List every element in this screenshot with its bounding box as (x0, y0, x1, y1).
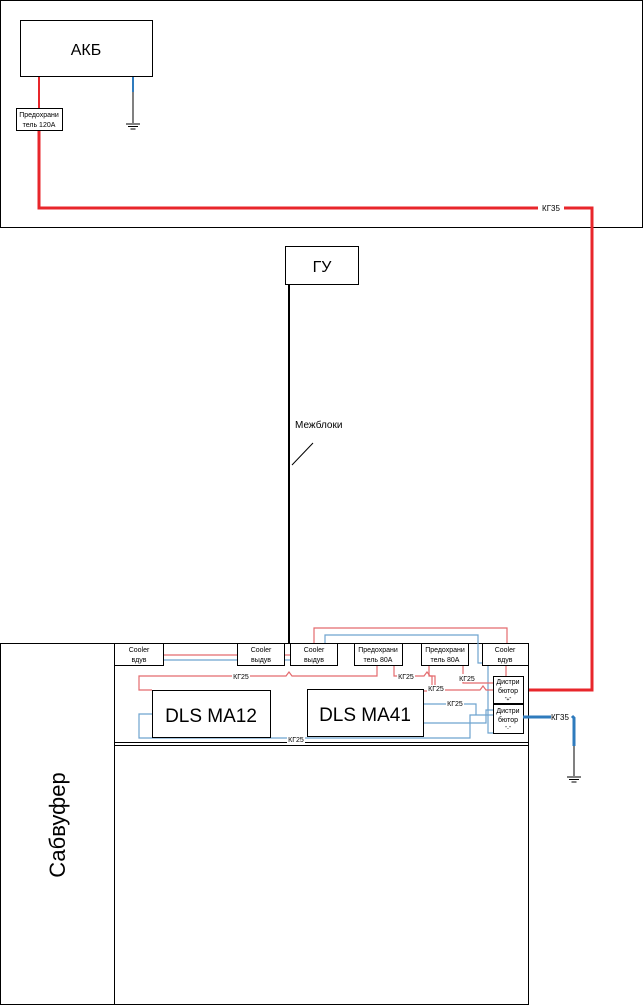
amplifier-ma41 (307, 689, 424, 737)
main-power-cable (37, 130, 594, 692)
svg-text:Дистри: Дистри (496, 679, 519, 686)
interconnect-cable (288, 285, 307, 701)
wire-label: КГ25 (459, 676, 475, 683)
svg-text:бютор: бютор (498, 687, 518, 695)
distributor-negative: Дистри бютор "-" (493, 704, 524, 734)
cooler-intake-1: Cooler вдув (114, 643, 164, 666)
svg-text:Cooler: Cooler (129, 647, 150, 654)
svg-text:вдув: вдув (132, 657, 147, 664)
main-fuse-label: Предохрани (19, 112, 59, 119)
fuse-80a-2: Предохрани тель 80А (421, 643, 469, 666)
wire-label: КГ25 (233, 674, 249, 681)
amplifier-ma12 (152, 690, 271, 738)
battery-label: АКБ (71, 42, 102, 59)
interconnect-label: Межблоки (295, 419, 342, 431)
fuse-80a-1: Предохрани тель 80А (354, 643, 403, 666)
svg-text:Дистри: Дистри (496, 708, 519, 715)
svg-text:Cooler: Cooler (495, 647, 516, 654)
ground-icon (567, 776, 581, 783)
main-fuse-box (16, 108, 63, 131)
wire-label: КГ25 (428, 686, 444, 693)
head-unit-box (285, 246, 359, 285)
wire-label: КГ25 (447, 701, 463, 708)
wire-label: КГ35 (551, 713, 569, 722)
svg-text:выдув: выдув (251, 657, 271, 664)
cooler-exhaust-2: Cooler выдув (290, 643, 338, 666)
svg-text:выдув: выдув (304, 657, 324, 664)
amplifier-ma41-label: DLS MA41 (319, 705, 411, 726)
svg-text:Предохрани: Предохрани (358, 647, 398, 654)
distributor-positive: Дистри бютор "+" (493, 676, 524, 704)
svg-text:бютор: бютор (498, 716, 518, 724)
svg-text:"-": "-" (505, 726, 510, 732)
svg-text:Cooler: Cooler (251, 647, 272, 654)
svg-text:тель 80А: тель 80А (431, 657, 460, 664)
amplifier-ma12-label: DLS MA12 (165, 706, 257, 727)
svg-text:Cooler: Cooler (304, 647, 325, 654)
ground-icon (126, 123, 140, 130)
head-unit-label: ГУ (313, 259, 333, 276)
subwoofer-label: Сабвуфер (45, 772, 70, 878)
cooler-intake-2: Cooler вдув (482, 643, 529, 666)
svg-text:тель 80А: тель 80А (364, 657, 393, 664)
cooler-exhaust-1: Cooler выдув (237, 643, 285, 666)
battery-box (20, 20, 153, 77)
wire-label: КГ35 (542, 204, 560, 213)
svg-text:вдув: вдув (498, 657, 513, 664)
svg-text:Предохрани: Предохрани (425, 647, 465, 654)
main-fuse-label: тель 120А (23, 122, 56, 129)
wire-label: КГ25 (288, 737, 304, 744)
svg-text:"+": "+" (505, 697, 512, 703)
wire-label: КГ25 (398, 674, 414, 681)
